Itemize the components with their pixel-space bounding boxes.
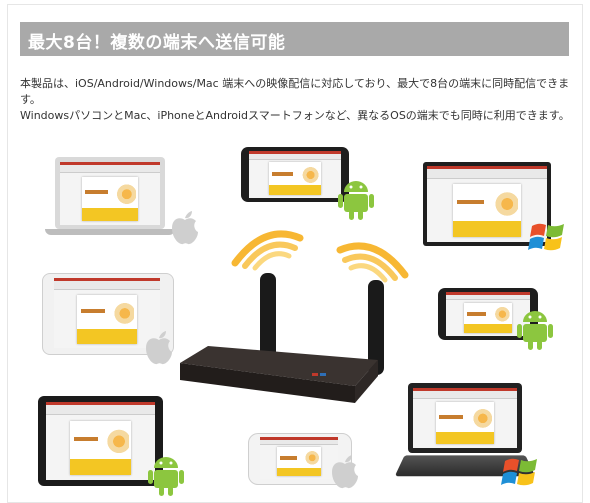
transmitter-top (180, 346, 378, 386)
android-phone-top-device (241, 147, 349, 202)
apple-icon (146, 331, 172, 365)
antenna-right (368, 280, 384, 375)
description: 本製品は、iOS/Android/Windows/Mac 端末への映像配信に対応… (20, 76, 575, 124)
android-icon (338, 181, 374, 220)
apple-icon (332, 455, 358, 489)
windows-icon (528, 223, 564, 251)
wifi-signal-right-icon (336, 242, 409, 283)
windows-monitor-device (423, 162, 551, 250)
device-illustration (20, 140, 580, 500)
wifi-signal-left-icon (231, 230, 304, 271)
android-phone-right-device (438, 288, 538, 340)
android-icon (148, 457, 184, 496)
macbook-device (45, 157, 175, 247)
transmitter-graphic (180, 273, 384, 403)
transmitter-side (355, 360, 378, 403)
android-tablet-device (38, 396, 163, 486)
android-icon (517, 311, 553, 350)
status-led-red (312, 373, 318, 376)
section-title: 最大8台！複数の端末へ送信可能 (28, 33, 286, 53)
ipad-device (42, 273, 174, 355)
wireless-transmitter (180, 268, 384, 418)
transmitter-front (180, 363, 355, 403)
section-header: 最大8台！複数の端末へ送信可能 (20, 22, 569, 56)
description-line-1: 本製品は、iOS/Android/Windows/Mac 端末への映像配信に対応… (20, 77, 570, 106)
apple-icon (172, 211, 198, 245)
windows-icon (501, 458, 537, 486)
status-led-blue (320, 373, 326, 376)
description-line-2: WindowsパソコンとMac、iPhoneとAndroidスマートフォンなど、… (20, 109, 570, 122)
antenna-left (260, 273, 276, 368)
windows-laptop-device (394, 383, 536, 483)
